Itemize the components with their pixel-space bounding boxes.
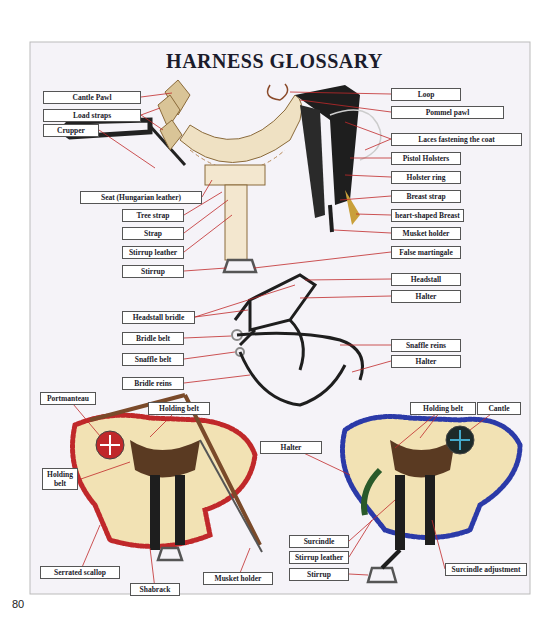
- label-box: Holster ring: [391, 171, 461, 184]
- label-text: False martingale: [395, 248, 457, 257]
- label-box: Surcindle adjustment: [445, 563, 527, 576]
- label-text: Pommel pawl: [395, 108, 500, 117]
- label-box: Stirrup leather: [289, 551, 349, 564]
- label-text: Holster ring: [395, 173, 457, 182]
- label-text: heart-shaped Breast: [395, 211, 460, 220]
- label-text: Stirrup: [126, 267, 180, 276]
- label-text: Headstall bridle: [126, 313, 191, 322]
- label-text: Snaffle reins: [395, 341, 457, 350]
- label-box: Serrated scallop: [40, 566, 120, 579]
- label-text: Stirrup leather: [293, 553, 345, 562]
- label-text: Musket holder: [395, 229, 457, 238]
- label-box: Stirrup: [289, 568, 349, 581]
- shabrack-right: [343, 417, 521, 583]
- label-text: Portmanteau: [44, 394, 92, 403]
- label-text: Cantle: [481, 404, 517, 413]
- label-text: Serrated scallop: [44, 568, 116, 577]
- label-box: Tree strap: [122, 209, 184, 222]
- label-box: Halter: [260, 441, 322, 454]
- label-box: Holding belt: [410, 402, 476, 415]
- label-text: Loop: [395, 90, 457, 99]
- label-box: Headstall bridle: [122, 311, 195, 324]
- bridle-drawing: [232, 275, 363, 405]
- label-box: Snaffle belt: [122, 353, 184, 366]
- label-text: Shabrack: [134, 585, 176, 594]
- label-text: Halter: [395, 357, 457, 366]
- label-text: Load straps: [47, 111, 137, 120]
- label-text: Holding belt: [46, 470, 74, 488]
- label-text: Seat (Hungarian leather): [84, 193, 198, 202]
- label-box: Pistol Holsters: [391, 152, 461, 165]
- label-text: Bridle belt: [126, 334, 180, 343]
- label-box: Musket holder: [391, 227, 461, 240]
- label-box: Laces fastening the coat: [391, 133, 522, 146]
- label-text: Stirrup: [293, 570, 345, 579]
- label-box: Surcindle: [289, 535, 349, 548]
- label-text: Tree strap: [126, 211, 180, 220]
- page-panel: [30, 42, 530, 594]
- label-text: Breast strap: [395, 192, 457, 201]
- label-box: Load straps: [43, 109, 141, 122]
- label-box: False martingale: [391, 246, 461, 259]
- label-text: Surcindle adjustment: [449, 565, 523, 574]
- label-text: Strap: [126, 229, 180, 238]
- shabrack-left: [73, 395, 263, 560]
- label-text: Snaffle belt: [126, 355, 180, 364]
- label-text: Headstall: [395, 275, 457, 284]
- label-box: Stirrup leather: [122, 246, 184, 259]
- label-box: Headstall: [391, 273, 461, 286]
- label-text: Holding belt: [414, 404, 472, 413]
- label-text: Laces fastening the coat: [395, 135, 518, 144]
- label-box: Bridle belt: [122, 332, 184, 345]
- label-box: Cantle: [477, 402, 521, 415]
- label-box: Cantle Pawl: [43, 91, 141, 104]
- title: HARNESS GLOSSARY: [0, 50, 549, 73]
- label-text: Cantle Pawl: [47, 93, 137, 102]
- label-box: Halter: [391, 290, 461, 303]
- label-box: Seat (Hungarian leather): [80, 191, 202, 204]
- label-text: Surcindle: [293, 537, 345, 546]
- label-text: Halter: [395, 292, 457, 301]
- label-box: Snaffle reins: [391, 339, 461, 352]
- label-box: Strap: [122, 227, 184, 240]
- label-box: heart-shaped Breast: [391, 209, 464, 222]
- label-box: Stirrup: [122, 265, 184, 278]
- label-box: Halter: [391, 355, 461, 368]
- label-box: Breast strap: [391, 190, 461, 203]
- label-box: Bridle reins: [122, 377, 184, 390]
- label-box: Holding belt: [148, 402, 210, 415]
- label-box: Musket holder: [203, 572, 273, 585]
- label-box: Pommel pawl: [391, 106, 504, 119]
- label-box: Crupper: [43, 124, 99, 137]
- label-box: Holding belt: [42, 468, 78, 490]
- label-text: Halter: [264, 443, 318, 452]
- page-number: 80: [12, 598, 24, 610]
- label-text: Musket holder: [207, 574, 269, 583]
- label-text: Pistol Holsters: [395, 154, 457, 163]
- leader-lines: [68, 92, 499, 589]
- label-text: Holding belt: [152, 404, 206, 413]
- label-text: Stirrup leather: [126, 248, 180, 257]
- label-text: Crupper: [47, 126, 95, 135]
- label-box: Loop: [391, 88, 461, 101]
- label-box: Portmanteau: [40, 392, 96, 405]
- label-box: Shabrack: [130, 583, 180, 596]
- label-text: Bridle reins: [126, 379, 180, 388]
